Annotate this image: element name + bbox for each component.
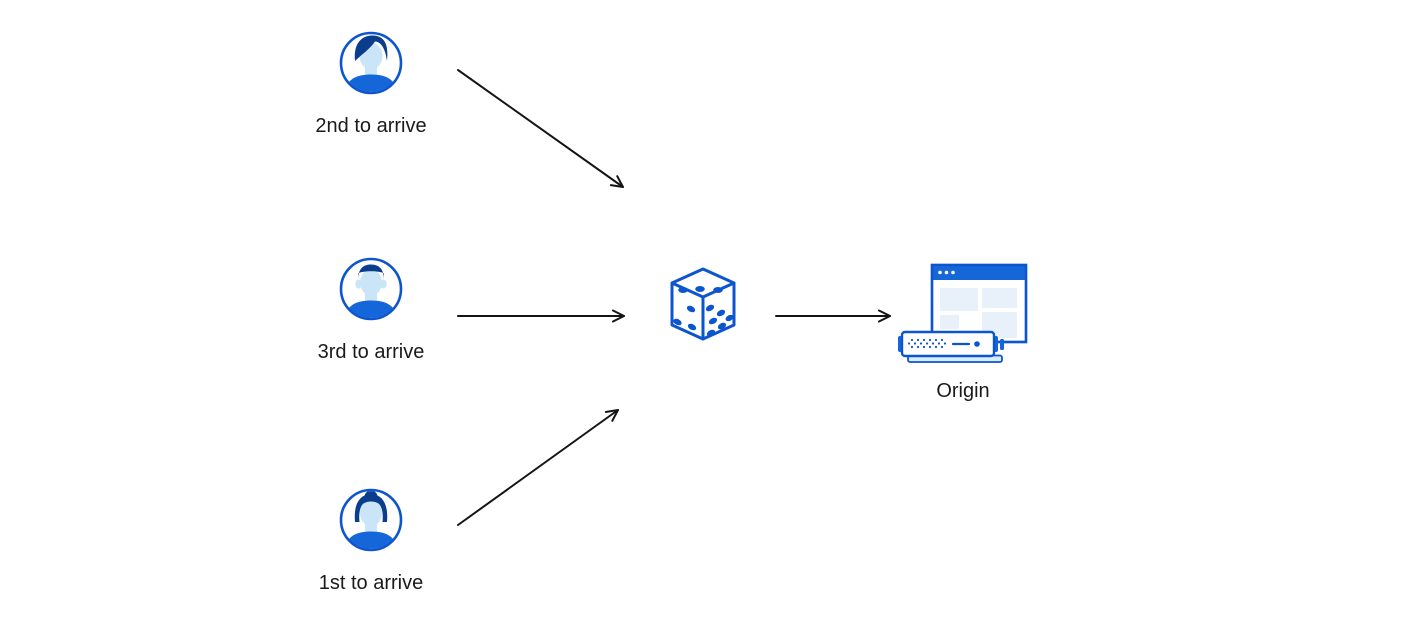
client-label: 3rd to arrive [317, 341, 425, 363]
client-label: 1st to arrive [318, 572, 424, 594]
origin-server-icon [898, 263, 1028, 363]
user-man-avatar-icon [339, 31, 403, 95]
random-selector-node [669, 266, 737, 344]
client-label: 2nd to arrive [315, 115, 427, 137]
client-node-3rd-to-arrive: 3rd to arrive [306, 257, 436, 363]
client-node-1st-to-arrive: 1st to arrive [306, 488, 436, 594]
arrow-client-1st-to-dice [457, 409, 619, 526]
origin-node: Origin [896, 262, 1030, 402]
client-node-2nd-to-arrive: 2nd to arrive [306, 31, 436, 137]
user-man-avatar-icon [339, 257, 403, 321]
user-woman-avatar-icon [339, 488, 403, 552]
dice-icon [670, 267, 736, 341]
arrow-client-2nd-to-dice [457, 69, 624, 188]
origin-label: Origin [936, 380, 990, 402]
